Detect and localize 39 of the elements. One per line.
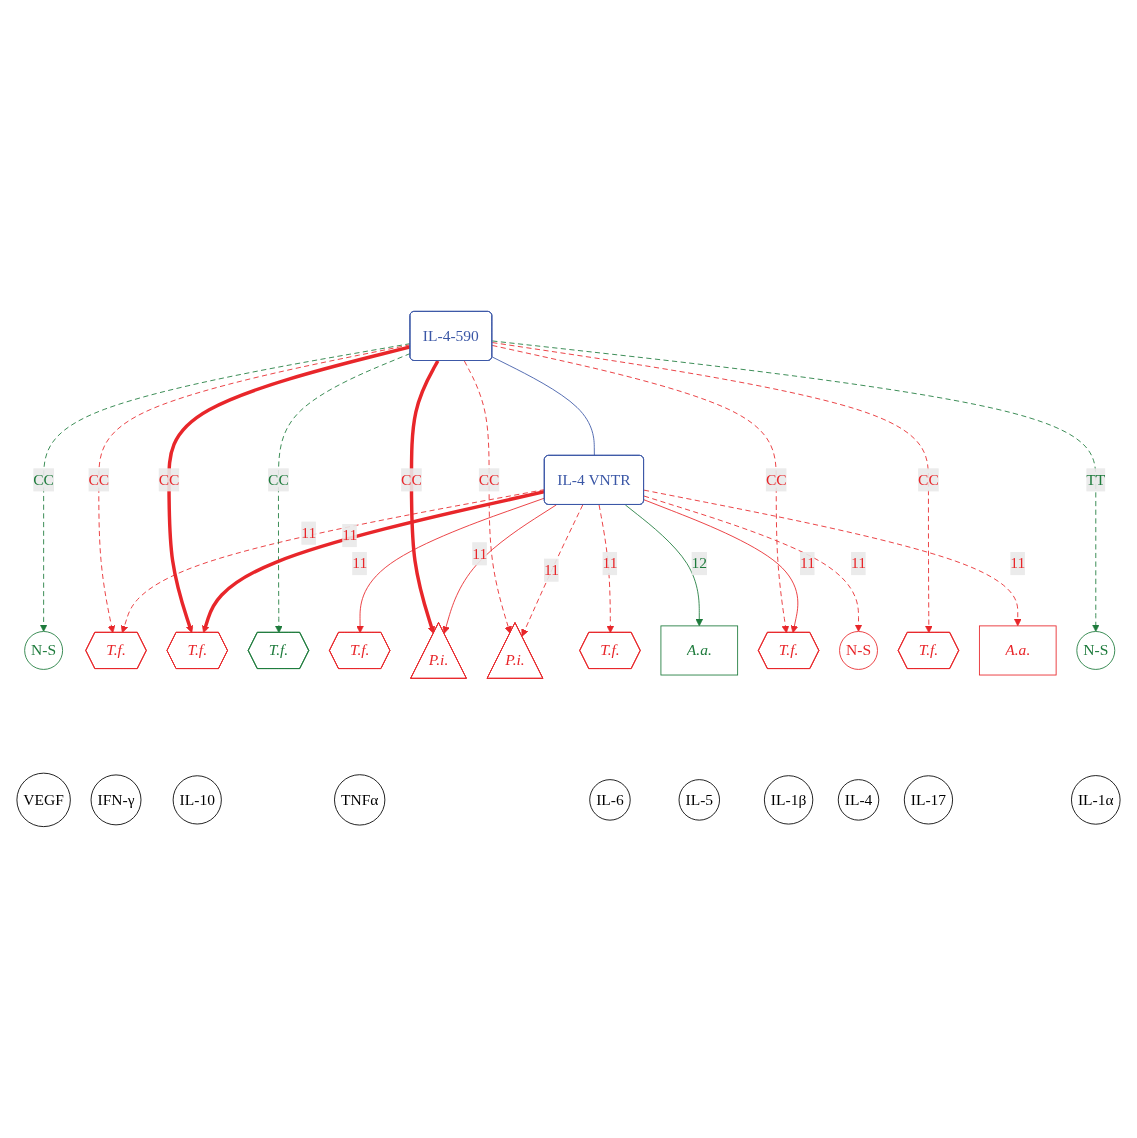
- edge-label: 11: [799, 554, 815, 572]
- edge-label: CC: [918, 470, 939, 489]
- node-circle: N-S: [839, 631, 878, 670]
- node-circle: IL-6: [589, 779, 631, 821]
- node-circle: IL-1α: [1071, 775, 1121, 825]
- arrow: [167, 345, 411, 634]
- edge-label: 11: [472, 544, 488, 562]
- node-circle: IL-1β: [763, 775, 814, 825]
- edge-label: 11: [602, 554, 618, 572]
- edge-label: CC: [401, 470, 422, 489]
- edge-label: 11: [851, 554, 866, 572]
- edge-label: CC: [268, 470, 289, 489]
- node-box: A.a.: [978, 625, 1057, 676]
- node-circle: VEGF: [16, 772, 71, 828]
- arrow: [409, 360, 440, 635]
- node-circle: IL-17: [903, 775, 953, 825]
- edge-label: 12: [691, 554, 708, 572]
- edge-label: CC: [478, 470, 500, 489]
- node-circle: IL-4: [837, 779, 880, 821]
- node-circle: IL-5: [678, 779, 720, 821]
- edge-label: 11: [301, 524, 317, 542]
- edge-label: CC: [88, 470, 110, 489]
- edge-label: TT: [1086, 470, 1106, 489]
- edge-label: CC: [158, 470, 180, 489]
- edge-label: 11: [352, 554, 368, 572]
- arrow: [202, 489, 546, 634]
- connector: [491, 356, 595, 457]
- edge-label: CC: [765, 470, 787, 489]
- edge-label: CC: [33, 470, 54, 489]
- node-circle: TNFα: [334, 774, 386, 826]
- node-box: A.a.: [660, 625, 739, 676]
- edge-label: 11: [1010, 554, 1026, 572]
- node-circle: N-S: [24, 631, 64, 670]
- edge-label: 11: [544, 561, 559, 579]
- node-circle: IFN-γ: [90, 774, 142, 826]
- node-circle: IL-10: [172, 775, 222, 825]
- arrow: [120, 489, 546, 634]
- node-circle: N-S: [1076, 631, 1116, 670]
- edge-label: 11: [342, 526, 358, 544]
